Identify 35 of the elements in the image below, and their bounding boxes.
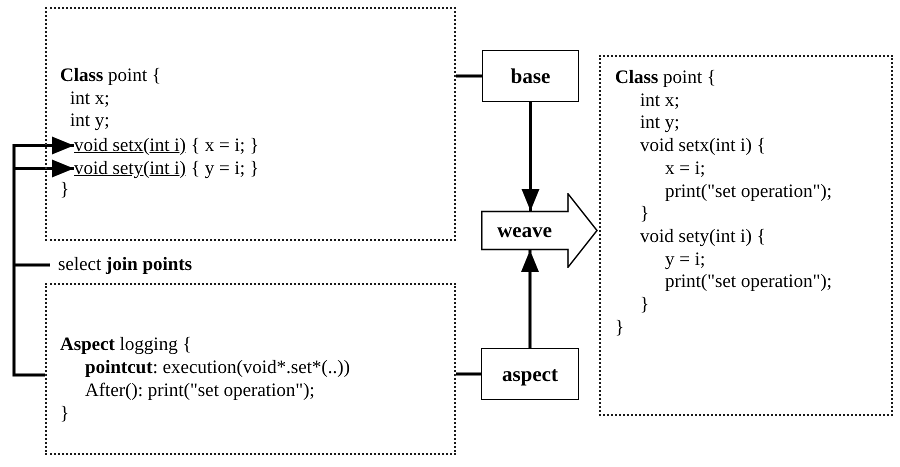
code-line: x = i; <box>665 156 706 180</box>
code-line: Class point { <box>615 66 716 89</box>
code-panel <box>45 7 456 241</box>
code-line: void setx(int i) { <box>640 134 766 158</box>
code-line: pointcut: execution(void*.set*(..)) <box>85 356 350 379</box>
code-line: } <box>615 316 624 339</box>
code-line: void sety(int i) { <box>640 224 766 248</box>
code-line: y = i; <box>665 248 706 271</box>
method-body: { y = i; } <box>190 158 259 179</box>
code-line: int y; <box>70 109 110 132</box>
code-line: } <box>640 293 650 316</box>
code-panel <box>45 283 456 455</box>
code-panel <box>599 55 893 416</box>
method-signature: void sety(int i) <box>74 158 186 179</box>
step-box: aspect <box>481 348 579 400</box>
method-signature: void setx(int i) <box>74 135 186 156</box>
code-line: print("set operation"); <box>665 180 832 202</box>
code-line: } <box>640 202 650 226</box>
code-line: Class point { <box>60 64 161 87</box>
code-line: int y; <box>640 111 680 134</box>
code-line: Aspect logging { <box>60 333 192 356</box>
code-line: After(): print("set operation"); <box>85 379 315 402</box>
edge-label: select join points <box>58 253 192 276</box>
arrow <box>522 102 540 211</box>
connector-line <box>456 74 482 78</box>
arrow <box>521 250 539 348</box>
step-box: base <box>482 50 579 102</box>
method-body: { x = i; } <box>190 135 259 156</box>
code-line: int x; <box>640 88 680 112</box>
code-line: } <box>60 178 70 200</box>
connector-line <box>456 372 481 376</box>
code-line: print("set operation"); <box>665 270 832 294</box>
code-line: int x; <box>70 86 110 110</box>
code-line: } <box>60 402 70 425</box>
step-label: weave <box>496 218 553 242</box>
